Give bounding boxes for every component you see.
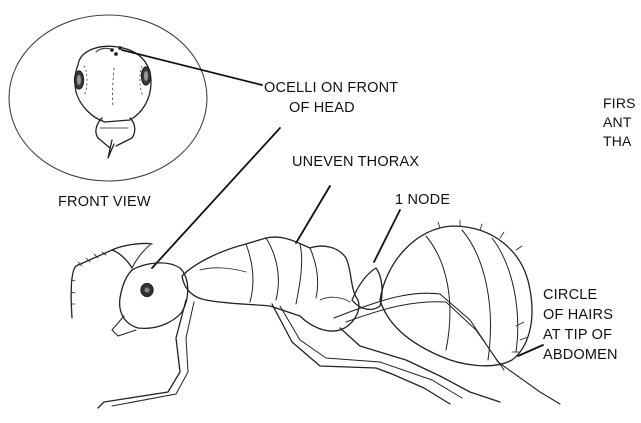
cropped-side-note-line-3: THA xyxy=(603,132,636,151)
ocellus-dot xyxy=(119,47,121,49)
petiole-node xyxy=(352,268,382,309)
front-leg xyxy=(98,300,186,408)
front-view-head xyxy=(75,46,152,158)
ocelli-label-line-2: OF HEAD xyxy=(264,98,398,118)
one-node-label: 1 NODE xyxy=(395,190,450,210)
uneven-thorax-label: UNEVEN THORAX xyxy=(292,152,419,172)
cropped-side-note-line-2: ANT xyxy=(603,113,636,132)
antennae xyxy=(71,243,152,318)
ocellus-dot xyxy=(115,53,117,55)
ocelli-label-line-1: OCELLI ON FRONT xyxy=(264,78,398,98)
ant-side-view xyxy=(71,220,560,408)
circle-of-hairs-line-3: AT TIP OF xyxy=(543,325,618,345)
ant-abdomen xyxy=(380,220,532,366)
ant-head xyxy=(112,263,188,336)
ocellus-dot xyxy=(111,49,113,51)
front-view-caption: FRONT VIEW xyxy=(58,192,151,212)
circle-of-hairs-line-2: OF HAIRS xyxy=(543,305,618,325)
node-leader xyxy=(374,210,400,262)
cropped-side-note-line-1: FIRS xyxy=(603,94,636,113)
middle-leg xyxy=(272,304,450,404)
ocelli-side-leader xyxy=(152,128,280,268)
ocelli-label: OCELLI ON FRONT OF HEAD xyxy=(264,78,398,118)
circle-of-hairs-line-1: CIRCLE xyxy=(543,285,618,305)
ant-legs xyxy=(98,293,560,408)
thorax-leader xyxy=(296,186,330,243)
ant-thorax xyxy=(182,237,359,331)
circle-of-hairs-line-4: ABDOMEN xyxy=(543,345,618,365)
cropped-side-note: FIRS ANT THA xyxy=(603,94,636,151)
circle-of-hairs-label: CIRCLE OF HAIRS AT TIP OF ABDOMEN xyxy=(543,285,618,365)
front-view-inset xyxy=(9,15,207,181)
